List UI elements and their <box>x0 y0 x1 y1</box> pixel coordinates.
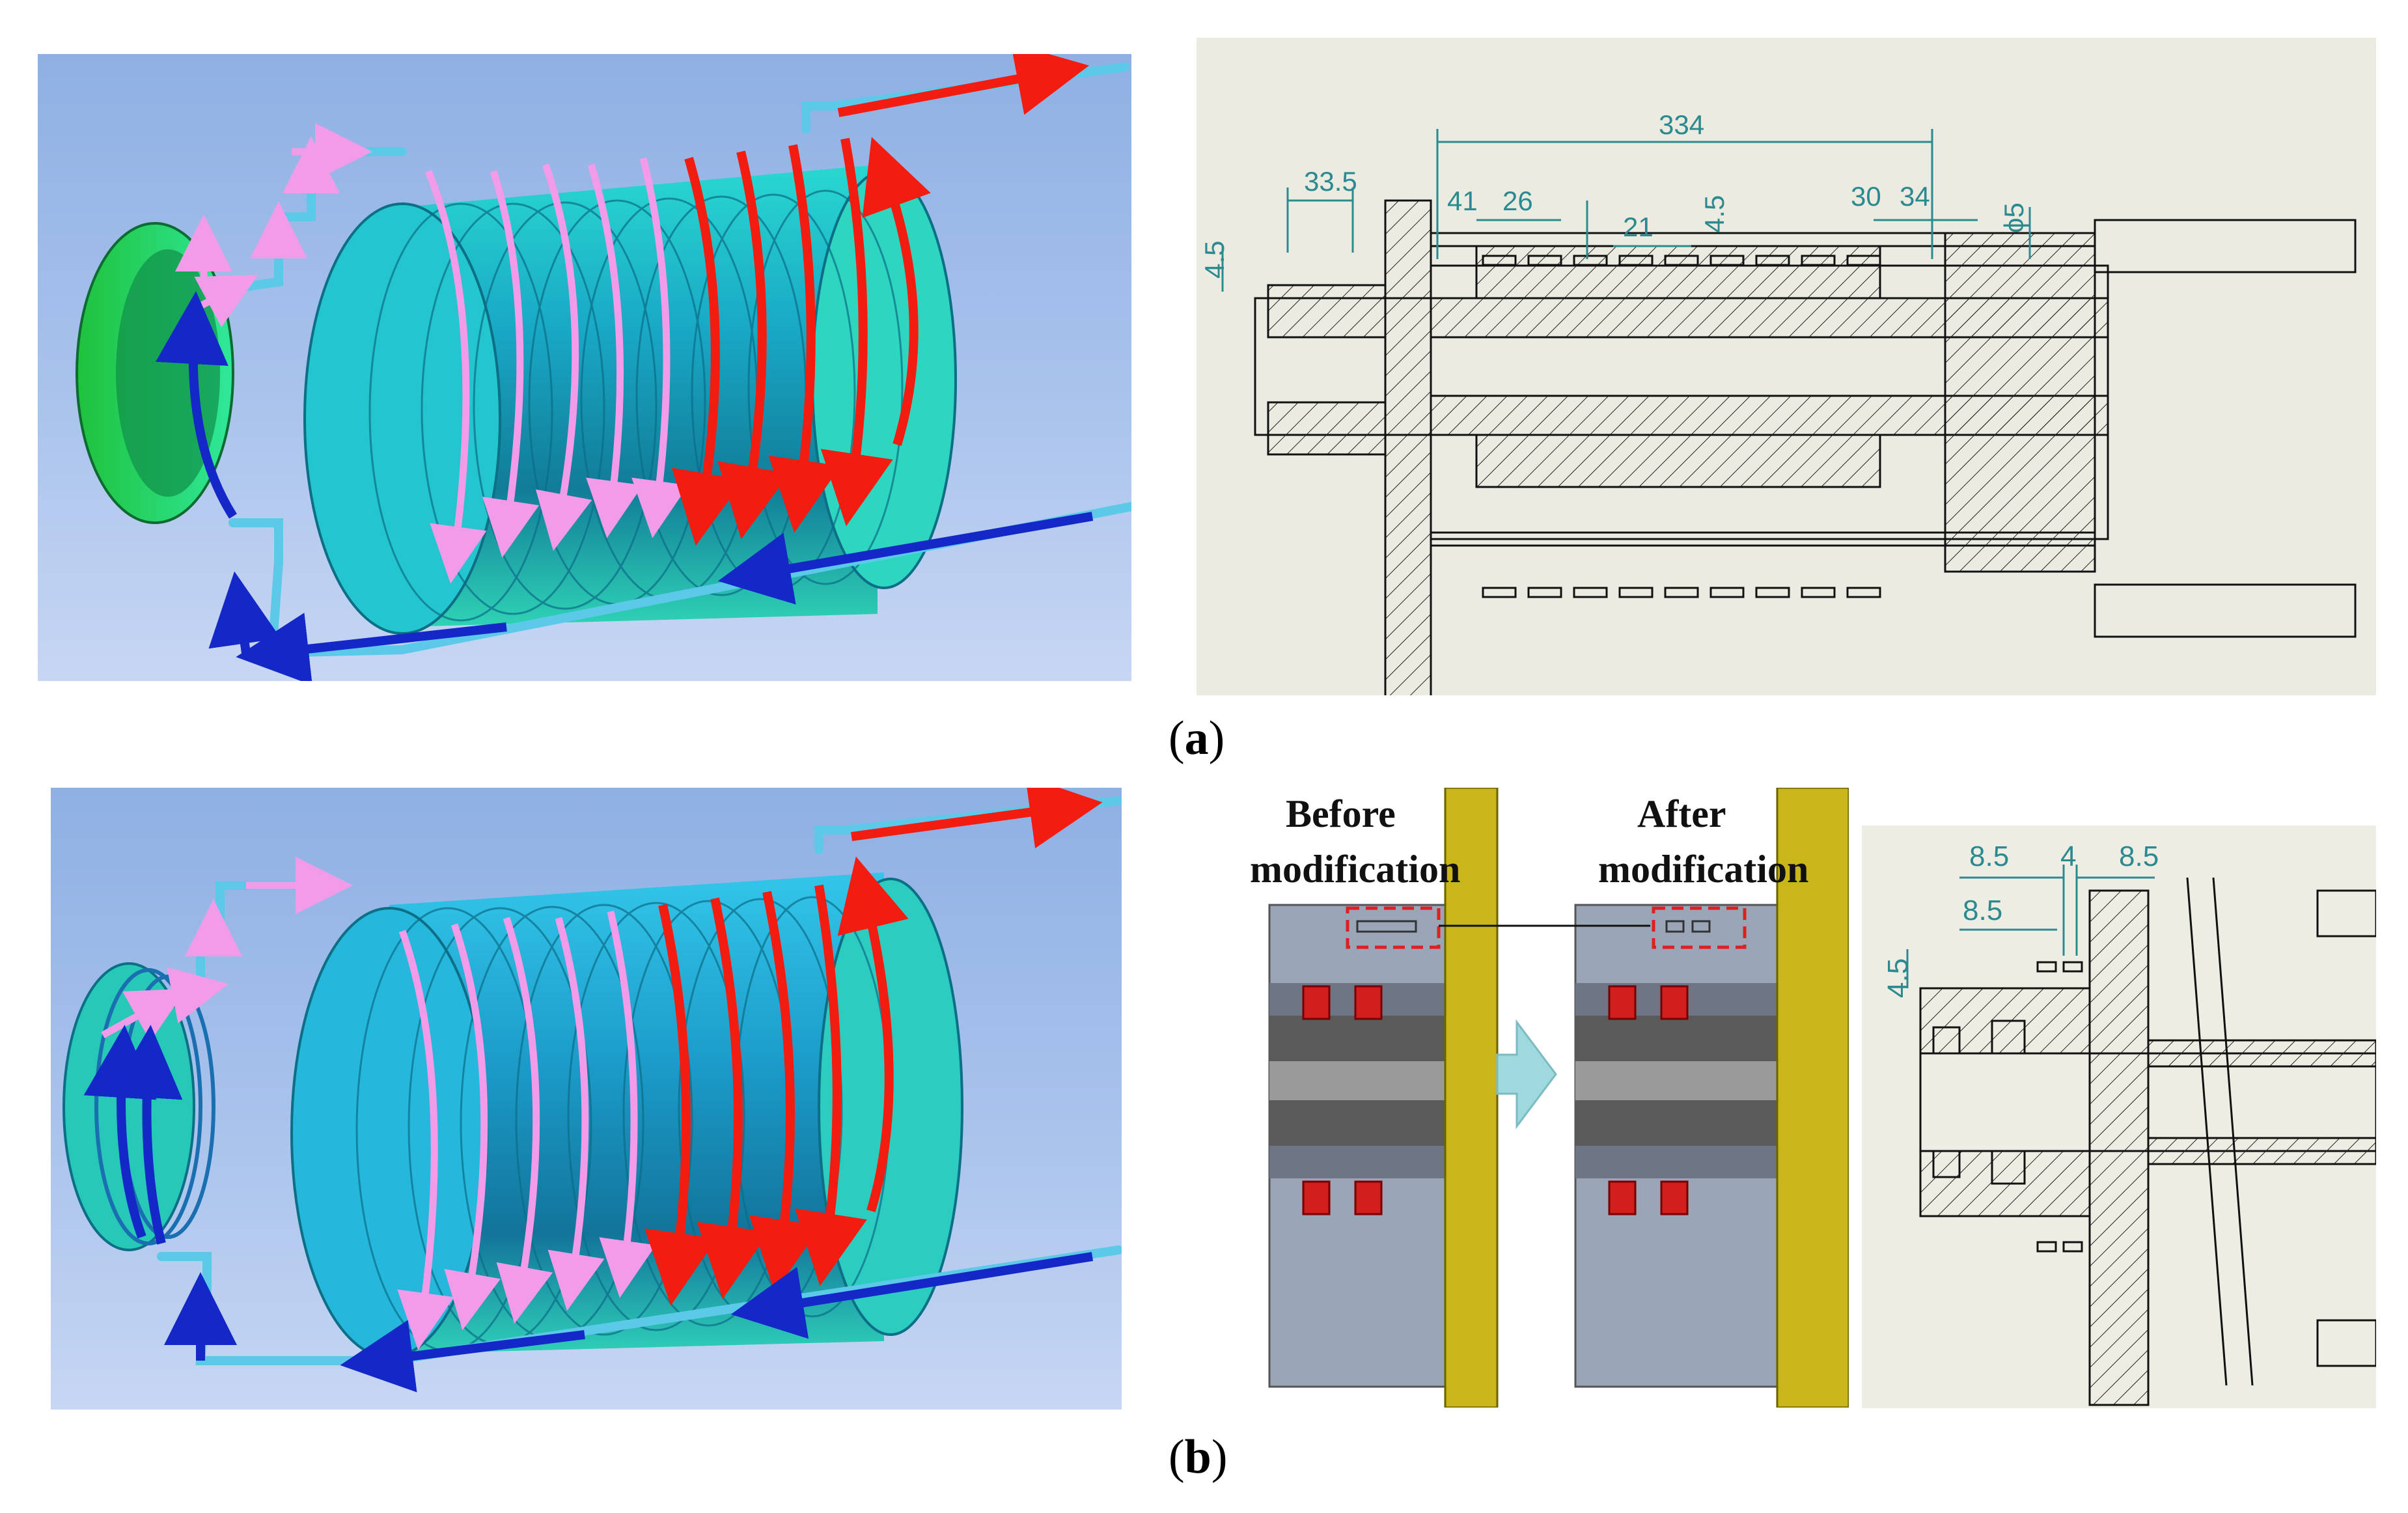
dim-4: 4 <box>2060 840 2076 872</box>
flow-render-b <box>51 788 1122 1409</box>
before-label-line1: Before <box>1286 792 1396 835</box>
dim-26: 26 <box>1502 186 1533 216</box>
caption-a: (a) <box>1169 712 1225 765</box>
dim-41: 41 <box>1447 186 1478 216</box>
dim-334: 334 <box>1659 109 1704 140</box>
flow-render-a-graphic <box>76 54 1131 681</box>
flow-render-a <box>38 54 1131 681</box>
housing-section <box>1254 199 2357 695</box>
cooling-channel-slots-top <box>1482 255 1881 266</box>
cad-drawing-a-graphic: 334 33.5 41 26 21 4.5 30 34 ϕ5 4.5 <box>1199 109 2357 695</box>
cad-drawing-b-graphic: 8.5 4 8.5 8.5 4.5 <box>1882 840 2376 1406</box>
dim-34: 34 <box>1900 181 1930 212</box>
cad-drawing-b: 8.5 4 8.5 8.5 4.5 <box>1862 826 2376 1408</box>
caption-b-letter: b <box>1184 1430 1211 1484</box>
dim-4-5: 4.5 <box>1882 958 1914 998</box>
outlet-flow-arrows <box>671 54 1090 546</box>
dim-4-5-left: 4.5 <box>1199 241 1230 279</box>
return-flow-arrows-modified <box>83 1025 1094 1393</box>
inlet-flow-arrows-modified <box>101 857 656 1350</box>
outlet-flow-arrows-modified <box>644 788 1103 1306</box>
return-flow-arrows <box>155 291 1094 681</box>
cad-drawing-a: 334 33.5 41 26 21 4.5 30 34 ϕ5 4.5 <box>1197 38 2376 695</box>
before-to-after-arrow <box>1496 1019 1557 1130</box>
dim-phi5: ϕ5 <box>1999 202 2029 233</box>
dim-4-5-mid: 4.5 <box>1699 195 1730 233</box>
seal-modification-comparison: Before modification After modification <box>1250 788 1849 1408</box>
dim-21: 21 <box>1623 212 1654 242</box>
dimension-lines <box>1221 129 2031 292</box>
after-label-line1: After <box>1637 792 1726 835</box>
dim-8-5-c: 8.5 <box>1963 895 2002 926</box>
flow-render-b-graphic <box>62 788 1122 1393</box>
housing-section-modified <box>1919 877 2376 1406</box>
end-ring-modified <box>62 962 215 1251</box>
caption-a-letter: a <box>1184 712 1209 765</box>
before-label-line2: modification <box>1250 848 1460 891</box>
dim-8-5-a: 8.5 <box>1969 840 2009 872</box>
before-seal-section <box>1268 788 1499 1408</box>
after-seal-section <box>1574 788 1849 1408</box>
dimension-lines-modified <box>1906 865 2155 988</box>
seal-modification-graphic: Before modification After modification <box>1250 788 1849 1408</box>
after-label-line2: modification <box>1598 848 1808 891</box>
caption-b: (b) <box>1169 1430 1228 1484</box>
dim-8-5-b: 8.5 <box>2119 840 2159 872</box>
dim-33-5: 33.5 <box>1304 166 1357 197</box>
cooling-channel-slots-bottom <box>1482 587 1881 598</box>
dim-30: 30 <box>1851 181 1881 212</box>
